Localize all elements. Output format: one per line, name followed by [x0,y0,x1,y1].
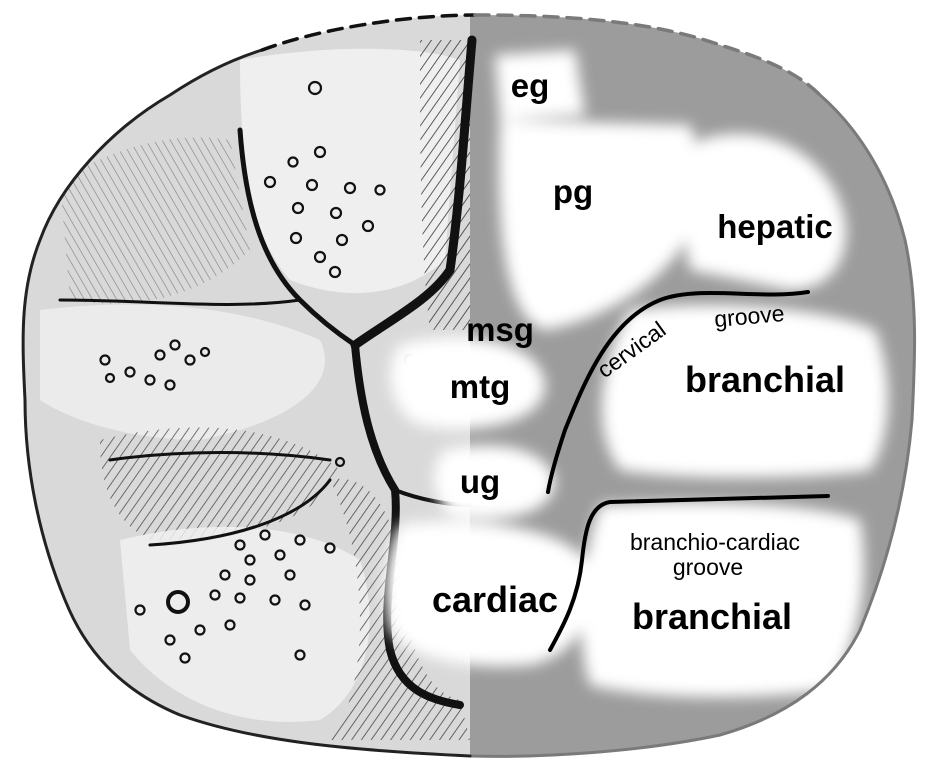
label-pg: pg [553,173,593,210]
label-eg: eg [511,67,550,104]
label-cardiac: cardiac [432,579,558,620]
label-msg: msg [466,311,534,348]
label-branchio-cardiac: branchio-cardiac [630,529,800,555]
label-hepatic: hepatic [717,208,833,245]
label-mtg: mtg [450,368,511,405]
label-branchio-cardiac-groove: groove [673,554,743,580]
label-ug: ug [460,463,500,500]
label-branchial-upper: branchial [685,359,845,400]
label-branchial-lower: branchial [632,596,792,637]
